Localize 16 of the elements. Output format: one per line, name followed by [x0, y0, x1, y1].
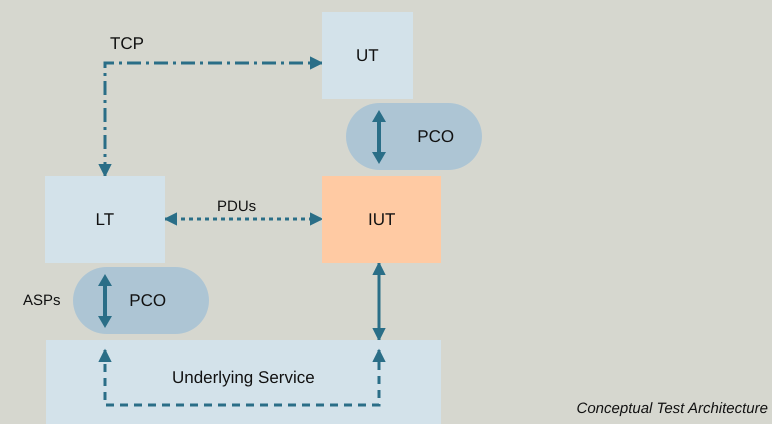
connector-arrow — [98, 56, 324, 178]
node-label: IUT — [368, 210, 396, 230]
node-label: UT — [356, 46, 379, 66]
node-label: PCO — [129, 290, 166, 310]
connector-arrow — [164, 212, 324, 226]
connector-arrow — [372, 262, 386, 342]
node-label: PCO — [417, 126, 454, 146]
process-box — [322, 176, 441, 263]
side-label: ASPs — [23, 292, 61, 309]
process-box — [45, 176, 165, 263]
node-label: LT — [96, 210, 114, 230]
caption: Conceptual Test Architecture — [576, 400, 768, 417]
process-box — [322, 12, 413, 99]
connector-arrow — [98, 348, 386, 406]
node-label: Underlying Service — [172, 368, 315, 388]
service-band — [46, 340, 441, 424]
